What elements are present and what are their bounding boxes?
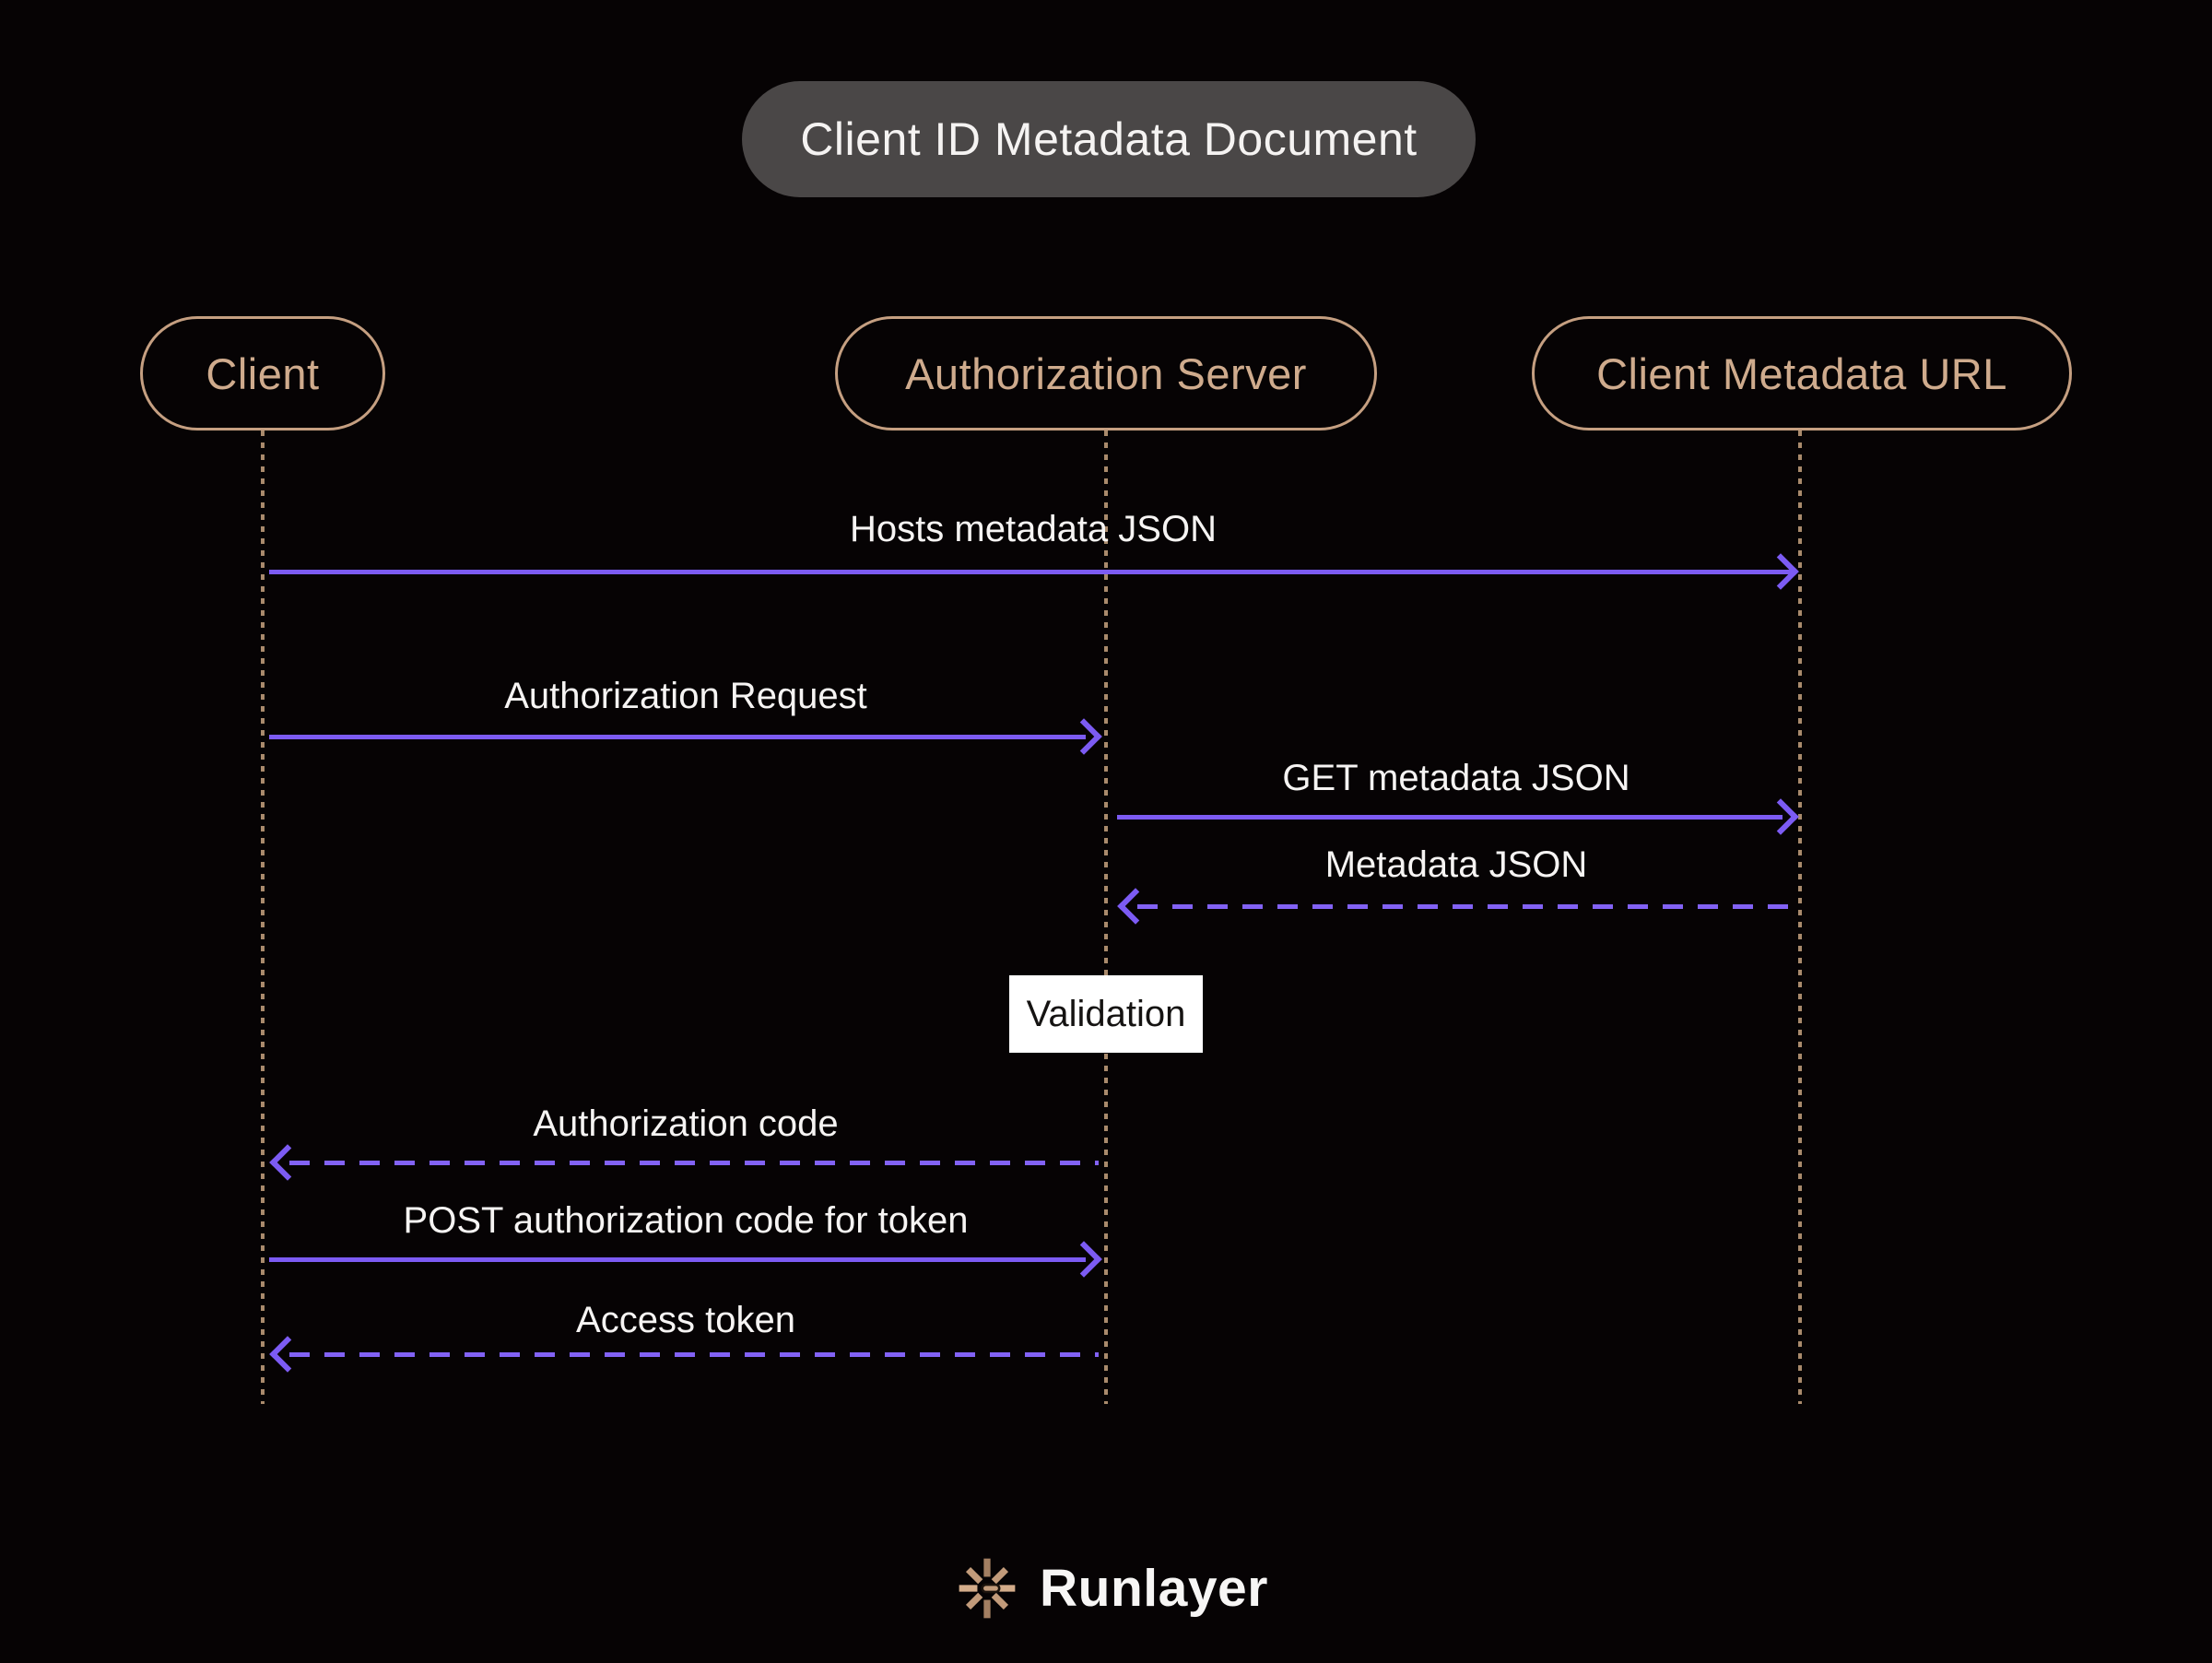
message-line-metadata-json [1137,904,1795,909]
participant-client-label: Client [206,348,320,398]
message-label-access-token: Access token [576,1300,795,1340]
participant-client-metadata-url: Client Metadata URL [1532,316,2072,430]
message-label-post-authorization-code: POST authorization code for token [403,1200,969,1241]
participant-client: Client [140,316,385,430]
participant-client-metadata-url-label: Client Metadata URL [1596,348,2007,398]
diagram-title: Client ID Metadata Document [742,81,1476,197]
arrowhead-right-icon [1762,798,1799,835]
lifeline-authorization-server [1104,430,1108,1404]
message-line-post-authorization-code [269,1257,1086,1262]
arrowhead-left-icon [269,1144,306,1181]
message-line-get-metadata-json [1117,815,1783,820]
message-label-get-metadata-json: GET metadata JSON [1282,758,1630,798]
message-line-authorization-code [289,1161,1099,1165]
footer-brand: Runlayer [957,1552,1268,1624]
diagram-title-label: Client ID Metadata Document [800,113,1418,165]
message-line-access-token [289,1352,1099,1357]
message-label-hosts-metadata-json: Hosts metadata JSON [850,509,1217,549]
message-label-authorization-request: Authorization Request [504,676,867,716]
arrowhead-left-icon [1117,888,1154,925]
arrowhead-right-icon [1065,718,1102,755]
lifeline-client-metadata-url [1798,430,1802,1404]
starburst-icon [957,1556,1018,1621]
arrowhead-right-icon [1065,1241,1102,1278]
participant-authorization-server: Authorization Server [835,316,1377,430]
message-line-authorization-request [269,735,1086,739]
message-label-authorization-code: Authorization code [533,1103,839,1144]
arrowhead-right-icon [1762,553,1799,590]
message-label-metadata-json: Metadata JSON [1324,844,1588,885]
arrowhead-left-icon [269,1336,306,1373]
lifeline-client [261,430,265,1404]
participant-authorization-server-label: Authorization Server [905,348,1307,398]
validation-note-label: Validation [1026,993,1186,1034]
brand-name: Runlayer [1040,1559,1268,1618]
message-line-hosts-metadata-json [269,570,1792,574]
validation-note: Validation [1009,975,1203,1053]
